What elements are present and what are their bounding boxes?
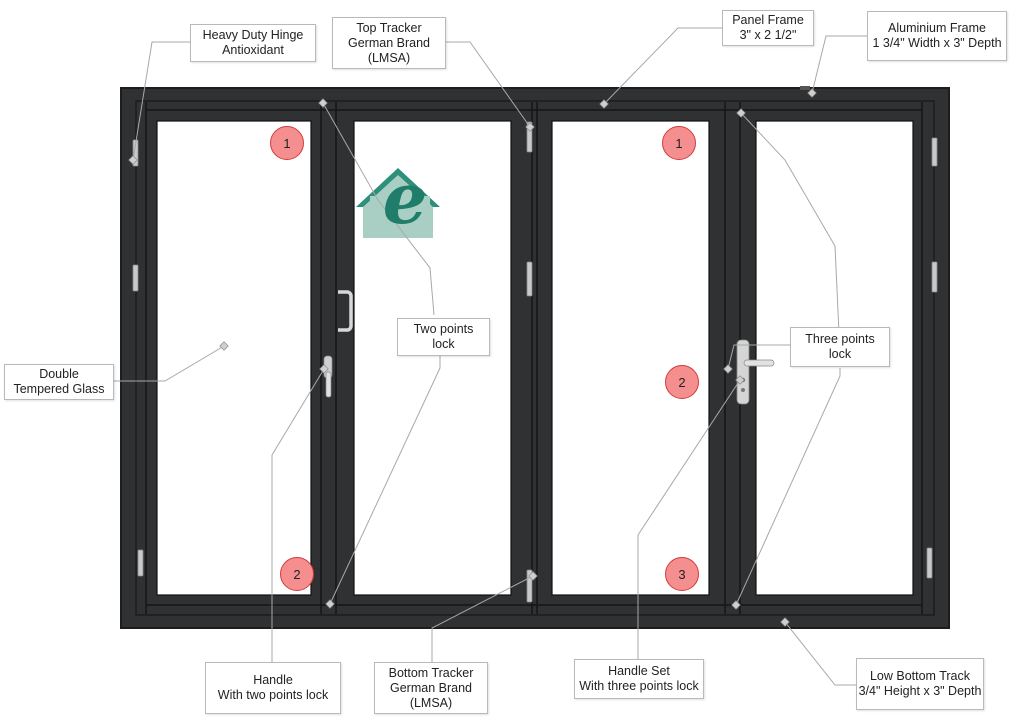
logo-letter: e [382, 157, 428, 240]
badge-1-left: 1 [270, 126, 304, 160]
lever-handle [323, 355, 333, 398]
badge-2-left: 2 [280, 557, 314, 591]
pull-handle [338, 290, 353, 332]
handle-set [736, 339, 775, 405]
glass-pane-1 [157, 121, 311, 595]
glass-pane-3 [552, 121, 709, 595]
leader-lines [113, 27, 867, 686]
badge-2-right: 2 [665, 365, 699, 399]
badge-1-right: 1 [662, 126, 696, 160]
badge-3-right: 3 [665, 557, 699, 591]
hinges [132, 121, 938, 603]
